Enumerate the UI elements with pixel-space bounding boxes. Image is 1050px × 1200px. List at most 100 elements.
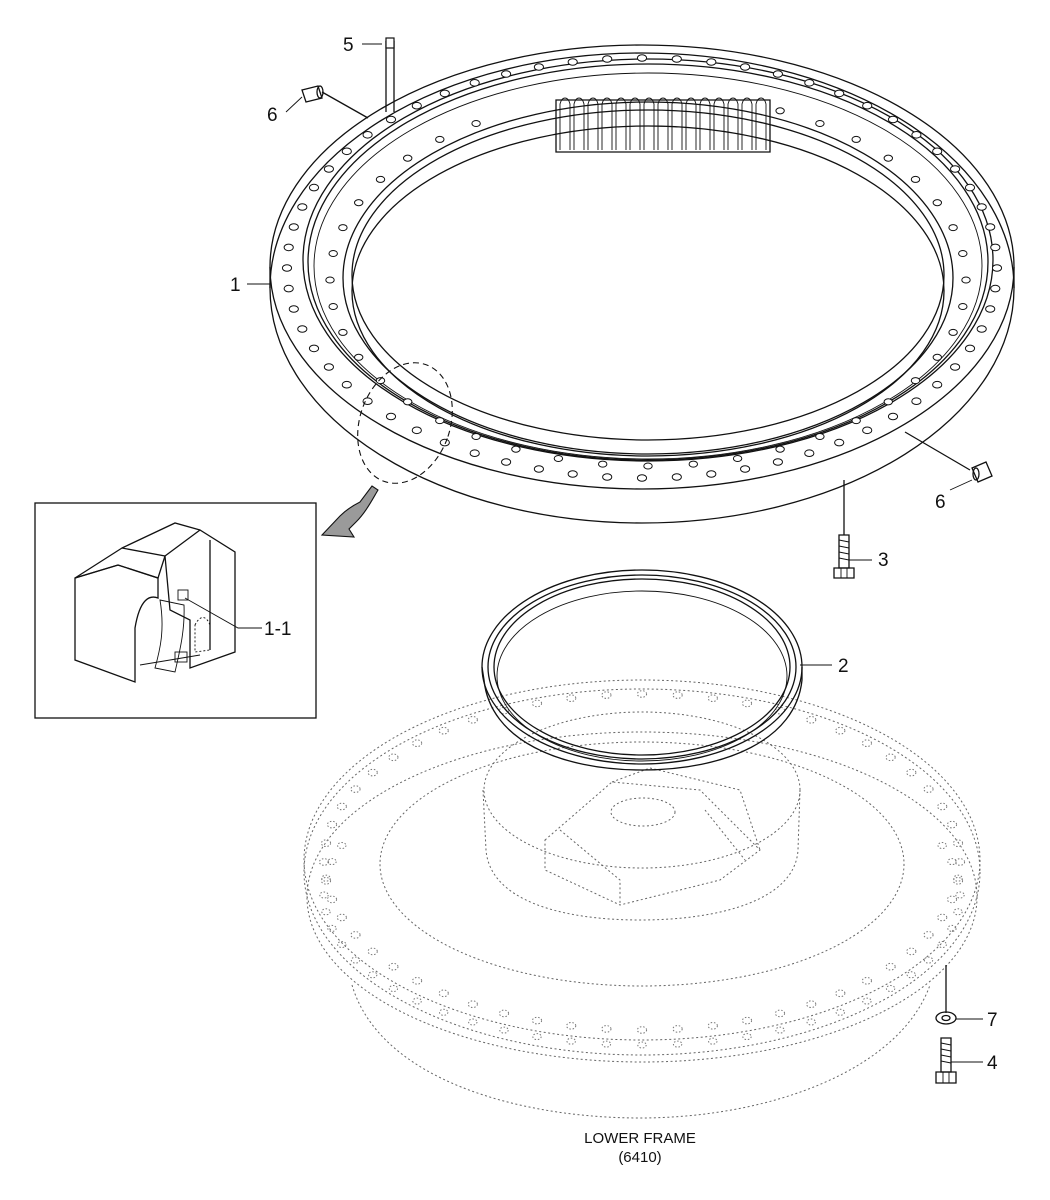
bolt-hole bbox=[948, 328, 958, 336]
bolt-hole bbox=[706, 58, 717, 66]
bolt-hole bbox=[297, 203, 308, 211]
bolt-hole bbox=[367, 768, 378, 777]
bolt-hole bbox=[341, 147, 352, 156]
bolt-hole bbox=[337, 841, 347, 850]
bolt-hole bbox=[499, 1026, 509, 1034]
bolt-hole bbox=[804, 78, 815, 87]
bolt-hole bbox=[732, 454, 743, 463]
bolt-hole bbox=[937, 841, 947, 850]
bolt-hole bbox=[910, 175, 921, 183]
bolt-hole bbox=[438, 726, 449, 735]
bolt-hole bbox=[318, 858, 330, 866]
bolt-hole bbox=[887, 412, 899, 421]
bolt-hole bbox=[883, 154, 893, 162]
bolt-hole bbox=[412, 739, 423, 748]
bolt-hole bbox=[932, 353, 942, 361]
callout-1: 1 bbox=[230, 275, 241, 296]
bolt-hole bbox=[385, 412, 397, 421]
bolt-hole bbox=[834, 89, 845, 98]
bolt-hole bbox=[707, 694, 718, 703]
bolt-hole bbox=[964, 344, 976, 353]
bolt-hole bbox=[602, 55, 613, 63]
bolt-hole bbox=[906, 971, 916, 979]
bolt-hole bbox=[467, 1000, 478, 1009]
bolt-hole bbox=[885, 753, 896, 762]
bolt-hole bbox=[923, 785, 934, 793]
bolt-hole bbox=[990, 243, 1001, 252]
swing-bearing-bolt-holes bbox=[281, 54, 1003, 482]
bolt-hole bbox=[321, 874, 331, 882]
bolt-hole bbox=[328, 249, 338, 258]
bolt-hole bbox=[923, 931, 934, 939]
gear-tooth bbox=[741, 97, 753, 150]
bolt-hole bbox=[906, 947, 917, 956]
bolt-hole bbox=[354, 199, 364, 207]
bolt-hole bbox=[976, 203, 987, 211]
bolt-hole bbox=[671, 473, 682, 481]
bolt-hole bbox=[412, 976, 423, 985]
bolt-hole bbox=[325, 276, 335, 284]
bolt-hole bbox=[601, 691, 612, 699]
bolt-hole bbox=[602, 473, 613, 481]
bolt-hole bbox=[471, 119, 481, 128]
bolt-hole bbox=[533, 465, 545, 473]
bolt-hole bbox=[772, 70, 784, 78]
bolt-hole bbox=[804, 449, 815, 458]
bolt-4 bbox=[935, 1037, 957, 1084]
bolt-hole bbox=[308, 344, 320, 353]
callout-1-1: 1-1 bbox=[264, 619, 291, 640]
bolt-hole bbox=[323, 165, 334, 173]
bolt-hole bbox=[862, 101, 873, 110]
gear-tooth bbox=[643, 97, 655, 150]
bolt-hole bbox=[772, 458, 784, 466]
bolt-hole bbox=[985, 305, 996, 313]
bolt-hole bbox=[961, 276, 971, 284]
seal-ring bbox=[481, 569, 803, 771]
bolt-hole bbox=[815, 119, 825, 128]
bolt-hole bbox=[336, 802, 347, 811]
bolt-hole bbox=[883, 398, 893, 406]
bolt-hole bbox=[439, 89, 450, 98]
detail-box bbox=[34, 502, 317, 719]
bolt-hole bbox=[511, 445, 521, 453]
bolt-hole bbox=[862, 426, 873, 435]
bolt-hole bbox=[741, 1016, 753, 1025]
bolt-hole bbox=[835, 1008, 845, 1016]
bolt-hole bbox=[435, 135, 445, 143]
lower-frame-bolt-holes bbox=[318, 690, 966, 1049]
bolt-hole bbox=[367, 947, 378, 956]
bolt-hole bbox=[297, 325, 308, 333]
callout-6-right: 6 bbox=[935, 492, 946, 513]
bolt-hole bbox=[911, 397, 922, 406]
bolt-hole bbox=[362, 130, 373, 139]
bolt-hole bbox=[708, 1037, 718, 1045]
bolt-hole bbox=[362, 397, 373, 406]
bolt-hole bbox=[923, 956, 934, 964]
bolt-hole bbox=[350, 956, 361, 964]
bolt-hole bbox=[388, 753, 399, 762]
gear-tooth bbox=[699, 97, 711, 150]
bolt-hole bbox=[469, 449, 480, 458]
bolt-hole bbox=[375, 377, 386, 385]
bolt-hole bbox=[567, 58, 578, 66]
bolt-hole bbox=[991, 264, 1003, 272]
bolt-hole bbox=[937, 913, 948, 922]
bolt-hole bbox=[815, 432, 825, 441]
washer-7 bbox=[935, 965, 957, 1025]
bolt-hole bbox=[283, 243, 294, 252]
bolt-hole bbox=[775, 445, 785, 453]
bolt-hole bbox=[308, 183, 320, 192]
gear-tooth bbox=[559, 97, 571, 150]
bolt-hole bbox=[946, 895, 958, 904]
grease-nipple-6-top bbox=[301, 85, 369, 119]
bolt-hole bbox=[672, 691, 683, 699]
bolt-hole bbox=[439, 438, 450, 447]
bolt-hole bbox=[326, 895, 338, 904]
bolt-hole bbox=[439, 1008, 449, 1016]
bolt-hole bbox=[740, 465, 751, 473]
bolt-hole bbox=[327, 858, 337, 866]
bolt-hole bbox=[851, 135, 861, 143]
bolt-hole bbox=[964, 183, 976, 192]
bolt-hole bbox=[861, 976, 873, 985]
bolt-hole bbox=[806, 1018, 816, 1026]
